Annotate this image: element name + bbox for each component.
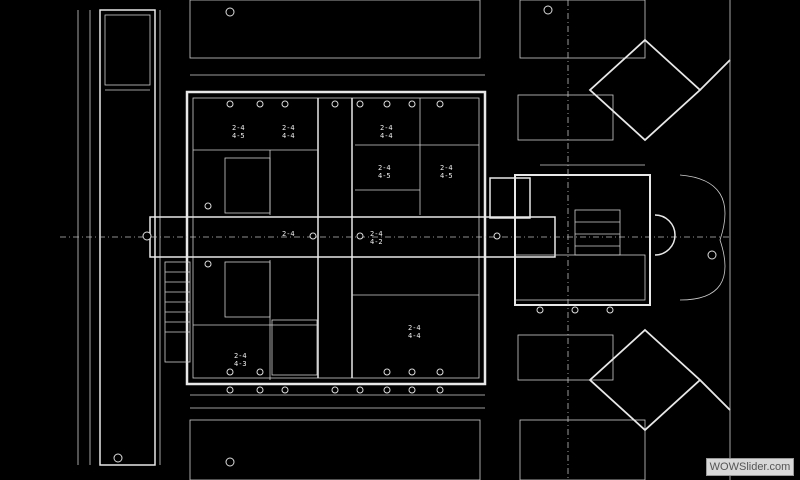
dimension-lines [190,74,645,409]
right-wing [489,0,726,480]
site-blocks [189,0,646,480]
room-label: 2-4 [282,230,295,238]
stair [164,261,191,363]
left-colonnade [77,9,161,466]
watermark-badge: WOWSlider.com [706,458,794,476]
walkway-chevrons [588,0,731,480]
grid-bubbles [113,5,717,467]
main-building [185,90,487,386]
